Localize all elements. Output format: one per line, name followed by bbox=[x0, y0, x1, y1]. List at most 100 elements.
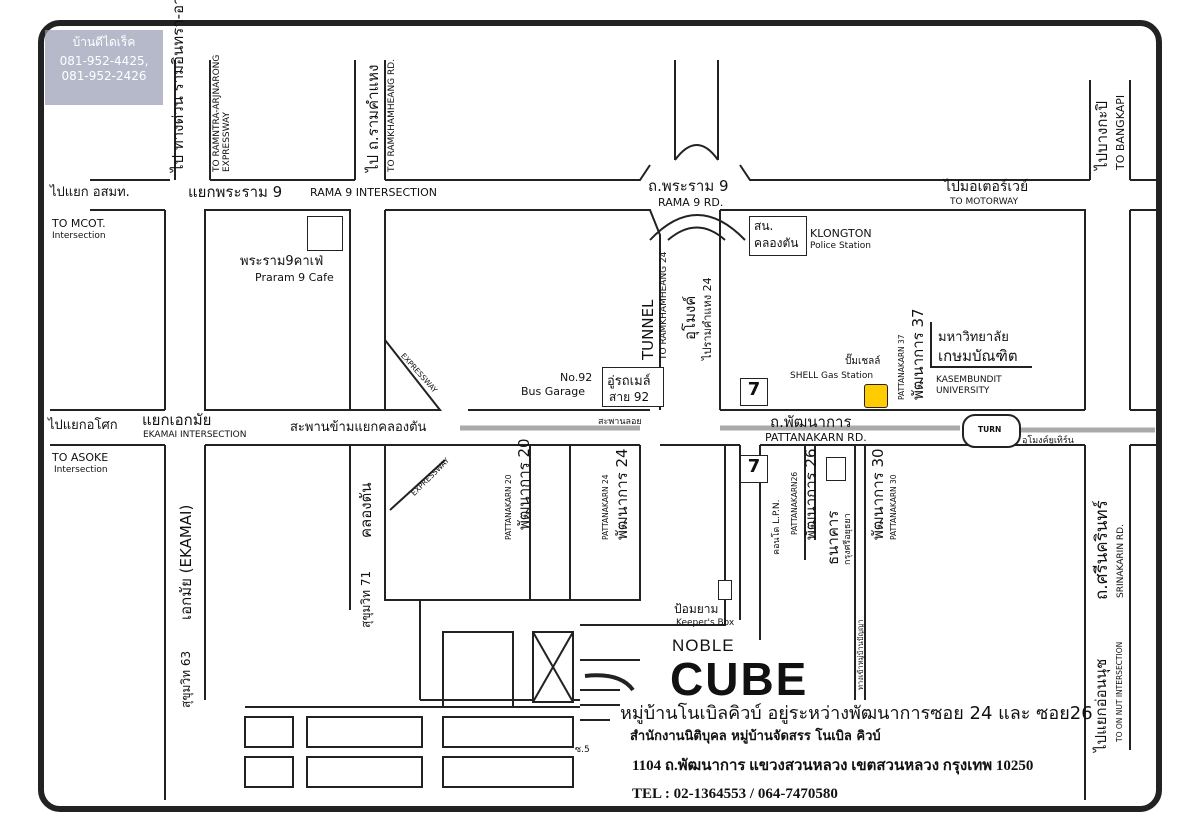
bank-building bbox=[826, 457, 846, 481]
label-ram24-th: ไปรามคำแหง 24 bbox=[701, 277, 714, 360]
seven-eleven-icon-2: 7 bbox=[740, 455, 768, 483]
label-police-en1: KLONGTON bbox=[810, 227, 872, 240]
label-univ-en1: KASEMBUNDIT bbox=[936, 375, 1002, 385]
label-p24-th: พัฒนาการ 24 bbox=[613, 448, 631, 540]
label-p26-en: PATTANAKARN26 bbox=[790, 471, 799, 535]
label-soi5: ซ.5 bbox=[575, 745, 590, 755]
label-to-mcot-en2: Intersection bbox=[52, 231, 106, 241]
label-to-onnut-th: ไปแยกอ่อนนุช bbox=[1092, 658, 1110, 752]
label-ekamai-intersection-en: EKAMAI INTERSECTION bbox=[143, 430, 247, 440]
direction-arrow bbox=[584, 673, 635, 692]
label-to-bangkapi-en: TO BANGKAPI bbox=[1114, 94, 1127, 170]
logo-noble: NOBLE bbox=[672, 636, 735, 655]
label-cafe-en: Praram 9 Cafe bbox=[255, 271, 334, 284]
label-tunnel: TUNNEL bbox=[639, 299, 657, 360]
u-turn-label: TURN bbox=[978, 425, 1002, 434]
label-p30-en: PATTANAKARN 30 bbox=[889, 474, 898, 540]
watermark-phones: 081-952-4425, 081-952-2426 bbox=[59, 54, 149, 83]
label-to-asoke-en2: Intersection bbox=[54, 465, 108, 475]
u-turn-icon bbox=[962, 414, 1021, 448]
info-address: 1104 ถ.พัฒนาการ แขวงสวนหลวง เขตสวนหลวง ก… bbox=[632, 758, 1034, 774]
label-rama9-intersection-en: RAMA 9 INTERSECTION bbox=[310, 186, 437, 199]
label-pattanakarn-en: PATTANAKARN RD. bbox=[765, 431, 867, 444]
label-shell-th: ปั๊มเชลล์ bbox=[845, 356, 881, 367]
label-p20-th: พัฒนาการ 20 bbox=[515, 438, 533, 530]
label-tunnel-en: TO RAMKHAMHEANG 24 bbox=[659, 251, 669, 360]
info-office: สำนักงานนิติบุคล หมู่บ้านจัดสรร โนเบิล ค… bbox=[630, 729, 881, 744]
label-to-ramkhamheang-th: ไป ถ.รามคำแหง bbox=[364, 64, 382, 172]
label-utong-th: อุโมงค์ bbox=[681, 295, 699, 340]
block-outlines bbox=[384, 209, 1131, 410]
village-road bbox=[580, 445, 726, 721]
watermark-name: บ้านดีไดเร็ค bbox=[72, 35, 136, 49]
label-bus-th1: อู่รถเมล์ bbox=[607, 374, 651, 389]
label-ekamai-th: เอกมัย (EKAMAI) bbox=[177, 504, 195, 620]
ramkhamheang-road bbox=[354, 60, 386, 180]
expressway-road bbox=[174, 60, 211, 180]
label-p24-en: PATTANAKARN 24 bbox=[601, 474, 610, 540]
label-cafe-th: พระราม9คาเฟ่ bbox=[240, 254, 324, 269]
label-bridge-th: สะพานข้ามแยกคลองตัน bbox=[290, 420, 427, 435]
pattanakarn-median bbox=[460, 425, 1155, 433]
label-p20-en: PATTANAKARN 20 bbox=[504, 474, 513, 540]
srinakarin-road bbox=[1084, 445, 1131, 750]
label-to-expressway-th: ไป ทางด่วน รามอินทรา-อาจณรงค์ bbox=[169, 0, 187, 172]
label-sukhumvit71: สุขุมวิท 71 bbox=[359, 570, 373, 628]
label-shell-en: SHELL Gas Station bbox=[790, 371, 874, 381]
label-p30-th: พัฒนาการ 30 bbox=[869, 448, 887, 540]
label-bus-en2: Bus Garage bbox=[521, 385, 586, 398]
label-srinakarin-th: ถ.ศรีนครินทร์ bbox=[1092, 500, 1112, 600]
arrow-up bbox=[674, 60, 719, 161]
label-bus-en1: No.92 bbox=[560, 371, 593, 384]
label-khlongtan-th: คลองตัน bbox=[357, 482, 375, 538]
label-to-motorway-th: ไปมอเตอร์เวย์ bbox=[944, 179, 1029, 195]
bangkapi-road bbox=[1089, 80, 1131, 180]
label-guard-en: Keeper's Box bbox=[676, 618, 735, 628]
police-station-box: สน. คลองตัน bbox=[749, 216, 807, 256]
label-to-ramkhamheang-en: TO RAMKHAMHEANG RD. bbox=[387, 58, 397, 172]
label-bus-th2: สาย 92 bbox=[609, 390, 650, 404]
label-p37-en: PATTANAKARN 37 bbox=[897, 334, 906, 400]
soi-20-24 bbox=[529, 445, 641, 600]
label-p26-th: พัฒนาการ 26 bbox=[802, 448, 820, 540]
label-to-expressway-en: TO RAMNTRA-ARJNARONG EXPRESSWAY bbox=[212, 54, 232, 172]
label-police-th1: สน. bbox=[754, 219, 774, 233]
label-to-asoke-th: ไปแยกอโศก bbox=[48, 418, 118, 433]
shell-icon bbox=[864, 384, 888, 408]
label-univ-th2: เกษมบัณฑิต bbox=[938, 347, 1018, 365]
label-bank-th: ธนาคาร bbox=[824, 510, 842, 565]
label-guard-th: ป้อมยาม bbox=[674, 602, 719, 616]
label-rama9-rd-en: RAMA 9 RD. bbox=[658, 196, 724, 209]
label-lpn: คอนโด L.P.N. bbox=[772, 499, 782, 555]
label-p37-th: พัฒนาการ 37 bbox=[909, 308, 927, 400]
label-to-motorway-en: TO MOTORWAY bbox=[950, 197, 1019, 207]
label-u-turn-th: อุโมงค์ยูเทิร์น bbox=[1022, 436, 1074, 446]
label-sukhumvit63: สุขุมวิท 63 bbox=[179, 650, 193, 708]
label-saphan-loi: สะพานลอย bbox=[598, 417, 642, 427]
cafe-building bbox=[307, 216, 343, 251]
soi24-curve bbox=[649, 214, 746, 241]
label-to-asoke-en: TO ASOKE bbox=[52, 451, 109, 464]
info-location: หมู่บ้านโนเบิลคิวบ์ อยู่ระหว่างพัฒนาการซ… bbox=[620, 703, 1093, 724]
expressway-ramp bbox=[384, 337, 446, 511]
rama9-road-top bbox=[90, 164, 1160, 181]
label-srinakarin-en: SRINAKARIN RD. bbox=[1116, 524, 1126, 598]
label-univ-en2: UNIVERSITY bbox=[936, 386, 990, 396]
label-bank-th2: กรุงศรีอยุธยา bbox=[843, 513, 853, 565]
label-to-onnut-en: TO ON NUT INTERSECTION bbox=[1115, 641, 1124, 742]
label-to-mcot-th: ไปแยก อสมท. bbox=[50, 185, 130, 200]
label-univ-th1: มหาวิทยาลัย bbox=[938, 330, 1009, 345]
map-frame bbox=[38, 20, 1162, 812]
label-ekamai-intersection-th: แยกเอกมัย bbox=[142, 411, 212, 429]
logo-cube: CUBE bbox=[670, 653, 809, 705]
lower-sois bbox=[204, 445, 641, 700]
label-to-mcot-en: TO MCOT. bbox=[52, 217, 106, 230]
label-to-bangkapi-th: ไปบางกะปิ bbox=[1093, 101, 1111, 170]
label-pattanakarn-th: ถ.พัฒนาการ bbox=[770, 413, 852, 431]
label-police-th2: คลองตัน bbox=[754, 236, 799, 250]
block-cafe bbox=[204, 209, 351, 411]
watermark: บ้านดีไดเร็ค 081-952-4425, 081-952-2426 bbox=[45, 30, 163, 105]
soi-26-30 bbox=[739, 445, 866, 700]
guard-box bbox=[718, 580, 732, 600]
